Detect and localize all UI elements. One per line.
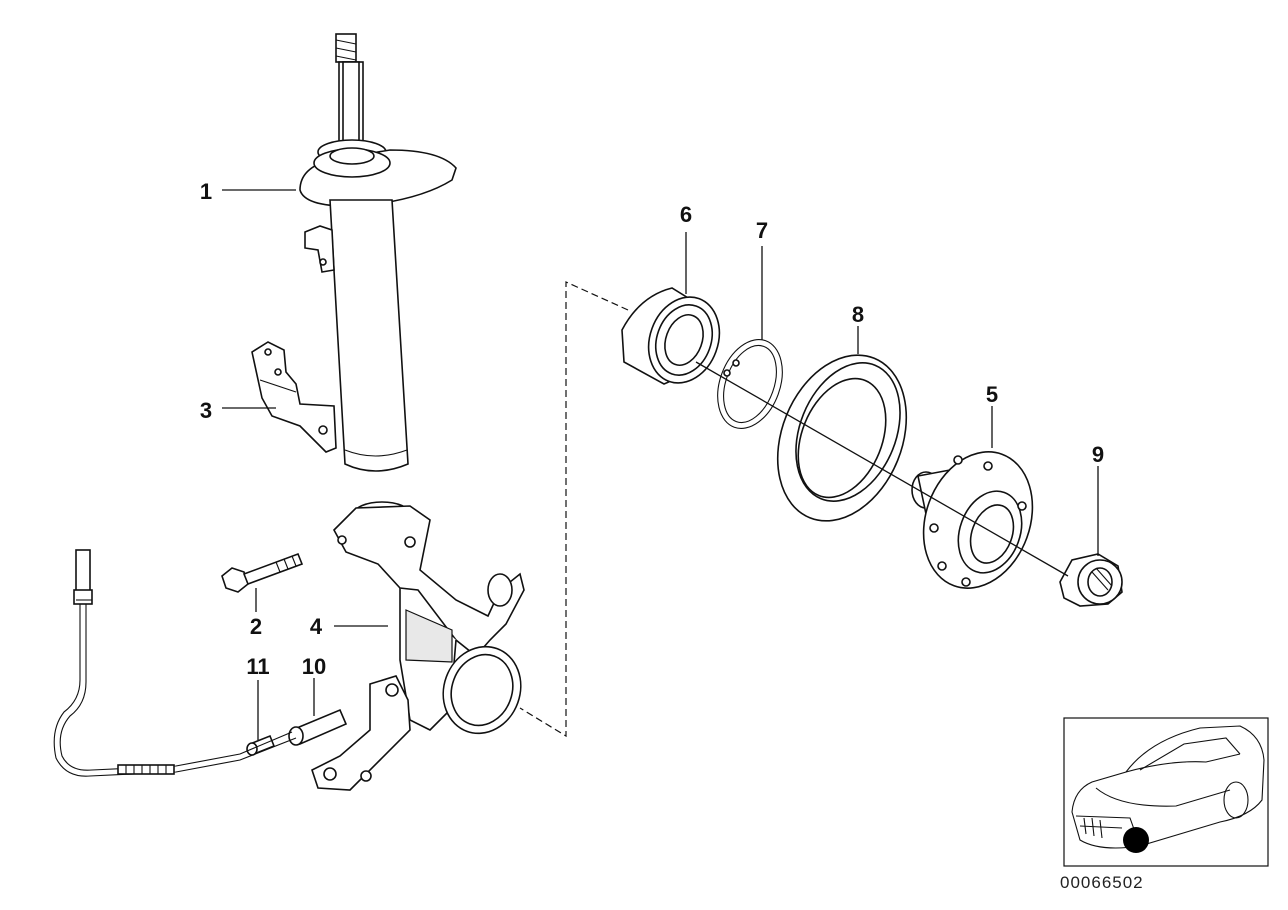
location-marker-icon	[1123, 827, 1149, 853]
diagram-reference-number: 00066502	[1060, 873, 1144, 892]
callout-3[interactable]: 3	[200, 398, 212, 423]
callout-11[interactable]: 11	[246, 654, 269, 679]
circlip[interactable]	[706, 331, 794, 438]
callout-7[interactable]: 7	[756, 218, 768, 243]
leader-lines	[222, 189, 1099, 740]
callout-1[interactable]: 1	[200, 179, 212, 204]
sensor-cable[interactable]	[53, 549, 297, 777]
bracket-part[interactable]	[251, 341, 337, 453]
callout-2[interactable]: 2	[250, 614, 262, 639]
collar-nut[interactable]	[1059, 553, 1123, 607]
steering-knuckle[interactable]	[311, 501, 533, 791]
locator-frame	[1063, 717, 1269, 867]
callout-4[interactable]: 4	[310, 614, 323, 639]
dust-shield[interactable]	[754, 336, 930, 540]
assembly-dashed-line	[519, 281, 629, 738]
shock-absorber-strut[interactable]	[299, 33, 457, 472]
car-locator-thumbnail	[1063, 717, 1269, 867]
hub-axis-line	[695, 361, 1069, 577]
callout-5[interactable]: 5	[986, 382, 998, 407]
callout-6[interactable]: 6	[680, 202, 692, 227]
hex-bolt[interactable]	[221, 552, 304, 593]
callout-8[interactable]: 8	[852, 302, 864, 327]
callout-9[interactable]: 9	[1092, 442, 1104, 467]
wheel-hub[interactable]	[905, 436, 1051, 603]
abs-sensor[interactable]	[288, 708, 348, 746]
callout-10[interactable]: 10	[302, 654, 326, 679]
wheel-bearing[interactable]	[621, 287, 731, 393]
